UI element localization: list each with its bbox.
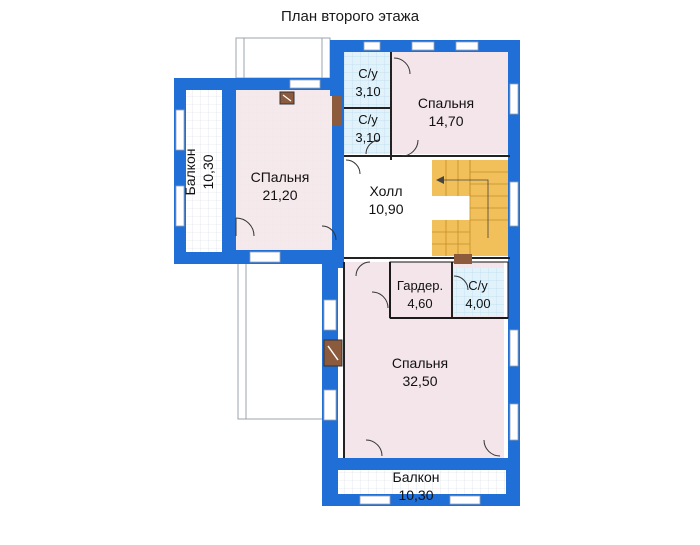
label-bedroom-s-name: Спальня [392, 355, 448, 371]
stairs [432, 160, 510, 256]
label-bath-top-area: 3,10 [355, 84, 380, 99]
label-balcony-s-name: Балкон [393, 469, 440, 485]
label-bath-low-name: С/у [468, 278, 488, 293]
room-bath-top [344, 52, 390, 108]
label-bedroom-ne-area: 14,70 [428, 113, 463, 129]
label-balcony-w-name: Балкон [182, 149, 198, 196]
plan-title: План второго этажа [280, 8, 420, 25]
label-wardrobe-area: 4,60 [407, 296, 432, 311]
label-bath-top-name: С/у [358, 66, 378, 81]
label-bath-mid-name: С/у [358, 112, 378, 127]
label-balcony-s-area: 10,30 [398, 487, 433, 503]
doors [235, 57, 501, 457]
vent-markers [279, 91, 472, 367]
label-bedroom-w-name: СПальня [251, 169, 310, 185]
label-balcony-w-area: 10,30 [200, 154, 216, 189]
terrace-top [235, 37, 331, 79]
label-bedroom-w-area: 21,20 [262, 187, 297, 203]
label-hall-name: Холл [370, 183, 403, 199]
windows [175, 41, 519, 505]
label-bedroom-ne-name: Спальня [418, 95, 474, 111]
label-bedroom-s-area: 32,50 [402, 373, 437, 389]
room-bedroom-ne [392, 52, 510, 154]
terrace-left [237, 262, 329, 420]
room-hall [344, 160, 432, 256]
label-bath-low-area: 4,00 [465, 296, 490, 311]
label-bath-mid-area: 3,10 [355, 130, 380, 145]
room-bath-mid [344, 108, 390, 154]
label-hall-area: 10,90 [368, 201, 403, 217]
label-wardrobe-name: Гардер. [397, 278, 443, 293]
